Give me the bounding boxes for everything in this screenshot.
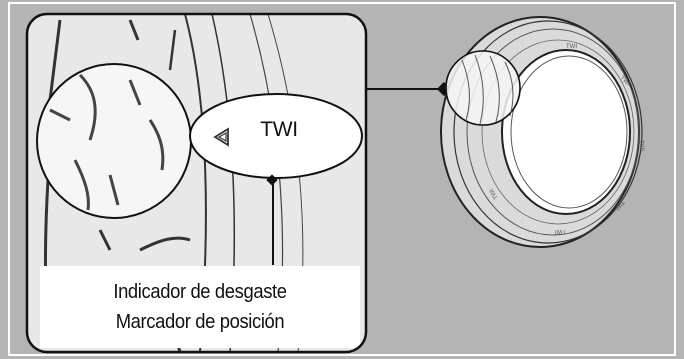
tire-mark: TWI bbox=[489, 187, 500, 200]
triangle-marker-icon bbox=[213, 127, 229, 147]
wear-indicator-caption: Indicador de desgaste bbox=[113, 281, 287, 303]
magnified-tread-panel bbox=[27, 14, 366, 352]
position-marker-caption: Marcador de posición bbox=[115, 311, 285, 333]
twi-label: TWI bbox=[260, 118, 298, 141]
tire-mark: TWI bbox=[638, 140, 644, 152]
caption-box bbox=[40, 266, 360, 348]
panel-border bbox=[25, 12, 368, 354]
outer-frame bbox=[8, 2, 676, 356]
twi-callout bbox=[189, 93, 363, 179]
tire-mark: TWI bbox=[613, 199, 625, 212]
tire-mark: TWI bbox=[566, 44, 577, 50]
tire-mark: TWI bbox=[555, 228, 566, 234]
